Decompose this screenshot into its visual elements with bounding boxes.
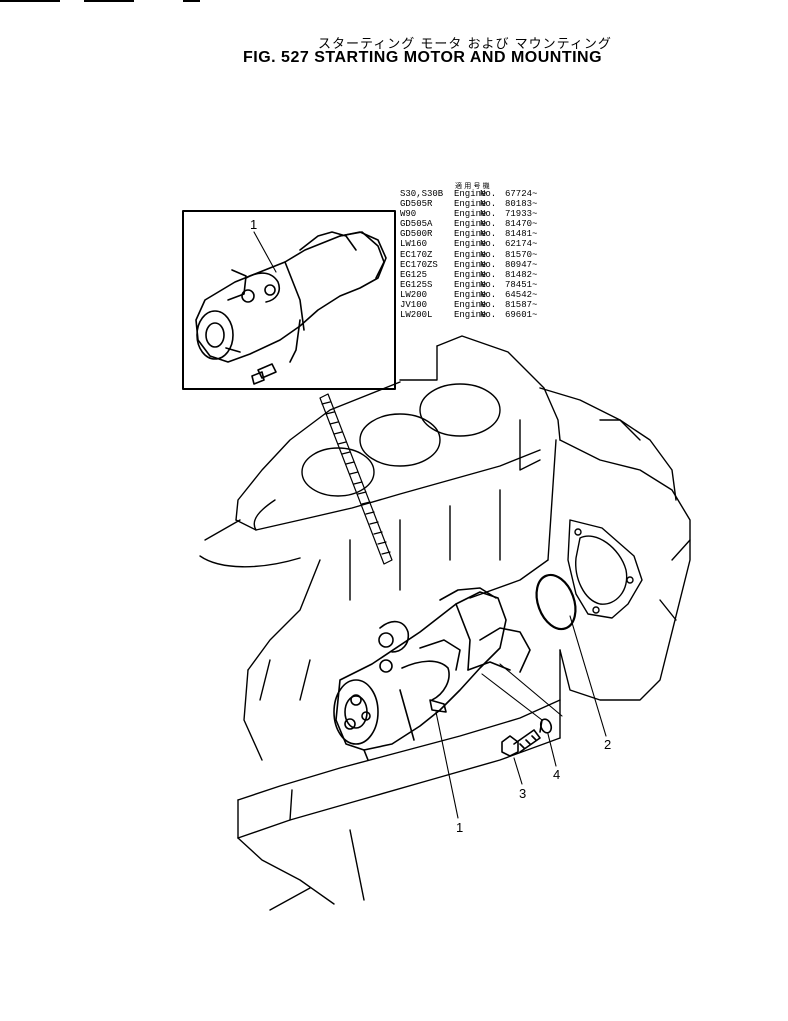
leader-lines	[253, 231, 607, 819]
no-label: No.	[480, 269, 497, 280]
engine-label: Engine	[454, 219, 487, 230]
engine-label: Engine	[454, 249, 487, 260]
engine-label: Engine	[454, 310, 487, 321]
inset-frame	[182, 210, 396, 390]
no-label: No.	[480, 219, 497, 230]
inset-motor-drawing	[195, 231, 387, 385]
washer-mount-line	[481, 673, 543, 721]
engine-number: 67724~	[505, 189, 538, 199]
engine-number: 64542~	[505, 289, 538, 300]
figure-title: FIG. 527 STARTING MOTOR AND MOUNTING	[243, 49, 603, 66]
engine-label: Engine	[454, 279, 487, 290]
model-name: EC170ZS	[400, 259, 438, 270]
engine-number: 81470~	[505, 219, 538, 230]
engine-block	[199, 335, 691, 911]
inset-detail	[182, 210, 396, 390]
callout-o-ring: 2	[604, 737, 611, 752]
leader-3	[513, 757, 523, 785]
top-rule-left	[0, 0, 60, 2]
model-name: S30,S30B	[400, 189, 444, 199]
engine-number: 78451~	[505, 279, 538, 290]
bolt-mount-line	[499, 663, 563, 717]
model-name: EG125S	[400, 279, 433, 290]
engine-label: Engine	[454, 229, 487, 240]
no-label: No.	[480, 239, 497, 250]
engine-number: 69601~	[505, 310, 538, 321]
model-name: GD500R	[400, 229, 433, 240]
engine-number: 71933~	[505, 209, 538, 220]
no-label: No.	[480, 189, 497, 199]
callout-inset-motor: 1	[250, 217, 257, 232]
no-label: No.	[480, 199, 497, 210]
o-ring	[535, 573, 577, 631]
top-rule-mid	[84, 0, 134, 2]
engine-label: Engine	[454, 189, 487, 199]
model-name: GD505R	[400, 199, 433, 210]
model-name: LW200L	[400, 310, 433, 321]
engine-number: 80183~	[505, 199, 538, 210]
engine-label: Engine	[454, 199, 487, 210]
engine-number: 80947~	[505, 259, 538, 270]
leader-4	[547, 733, 557, 767]
no-label: No.	[480, 289, 497, 300]
no-label: No.	[480, 279, 497, 290]
figure-title-japanese: スターティング モータ および マウンティング	[318, 37, 612, 52]
model-name: LW160	[400, 239, 428, 250]
engine-number: 81570~	[505, 249, 538, 260]
callout-bolt: 3	[519, 786, 526, 801]
callout-washer: 4	[553, 767, 560, 782]
no-label: No.	[480, 249, 497, 260]
engine-label: Engine	[454, 239, 487, 250]
serial-table-heading: 適 用 号 機	[455, 182, 490, 190]
washer	[539, 718, 553, 734]
main-starting-motor	[333, 587, 531, 761]
no-label: No.	[480, 259, 497, 270]
model-name: JV100	[400, 300, 428, 311]
model-name: LW200	[400, 289, 428, 300]
no-label: No.	[480, 209, 497, 220]
engine-number: 81587~	[505, 300, 538, 311]
model-name: W90	[400, 209, 417, 220]
bolt	[501, 729, 541, 757]
model-name: EC170Z	[400, 249, 433, 260]
engine-label: Engine	[454, 209, 487, 220]
no-label: No.	[480, 310, 497, 321]
no-label: No.	[480, 229, 497, 240]
engine-label: Engine	[454, 289, 487, 300]
no-label: No.	[480, 300, 497, 311]
callout-labels: 1 2 3 4 1	[250, 217, 611, 835]
leader-2	[569, 615, 607, 737]
leader-1-main	[435, 711, 459, 819]
model-name: EG125	[400, 269, 428, 280]
top-rule-right	[183, 0, 200, 2]
engine-label: Engine	[454, 259, 487, 270]
inset-leader-arrow	[319, 393, 393, 565]
model-name: GD505A	[400, 219, 433, 230]
engine-label: Engine	[454, 300, 487, 311]
engine-number: 81482~	[505, 269, 538, 280]
engine-number: 62174~	[505, 239, 538, 250]
engine-number: 81481~	[505, 229, 538, 240]
engine-label: Engine	[454, 269, 487, 280]
callout-main-motor: 1	[456, 820, 463, 835]
leader-1-inset	[253, 231, 277, 273]
